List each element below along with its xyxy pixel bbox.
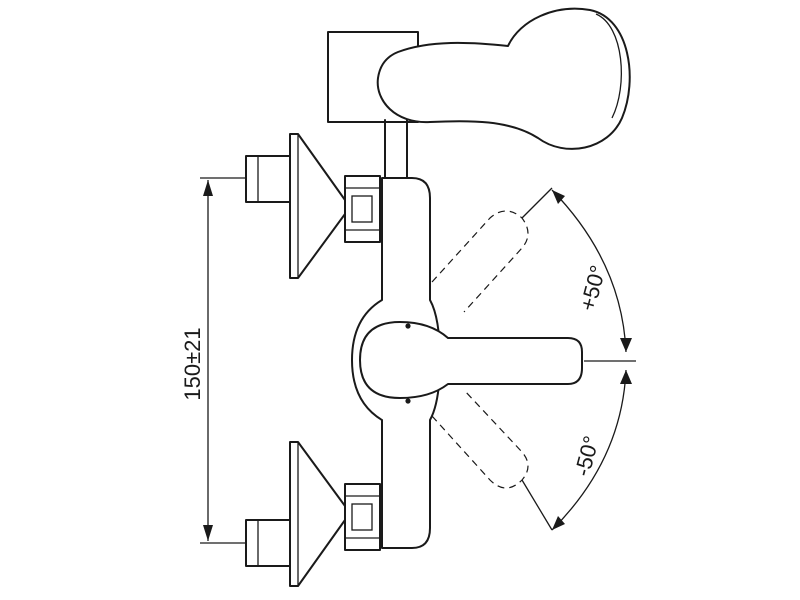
lower-hex-nut xyxy=(344,483,381,551)
upper-wall-flange xyxy=(289,133,346,279)
riser-pipe xyxy=(384,119,408,183)
angle-up-label: +50° xyxy=(575,263,611,314)
lever-handle xyxy=(359,321,583,404)
angle-dimension-arc xyxy=(521,187,636,531)
upper-inlet-connector xyxy=(245,155,291,203)
hand-shower xyxy=(376,7,631,150)
upper-hex-nut xyxy=(344,175,381,243)
dimension-line-150 xyxy=(200,177,246,544)
dimension-label: 150±21 xyxy=(180,327,205,400)
lever-position-down-dashed xyxy=(431,389,529,489)
lower-wall-flange xyxy=(289,441,346,587)
lever-position-up-dashed xyxy=(431,210,529,313)
lower-inlet-connector xyxy=(245,519,291,567)
angle-down-label: -50° xyxy=(569,433,604,479)
